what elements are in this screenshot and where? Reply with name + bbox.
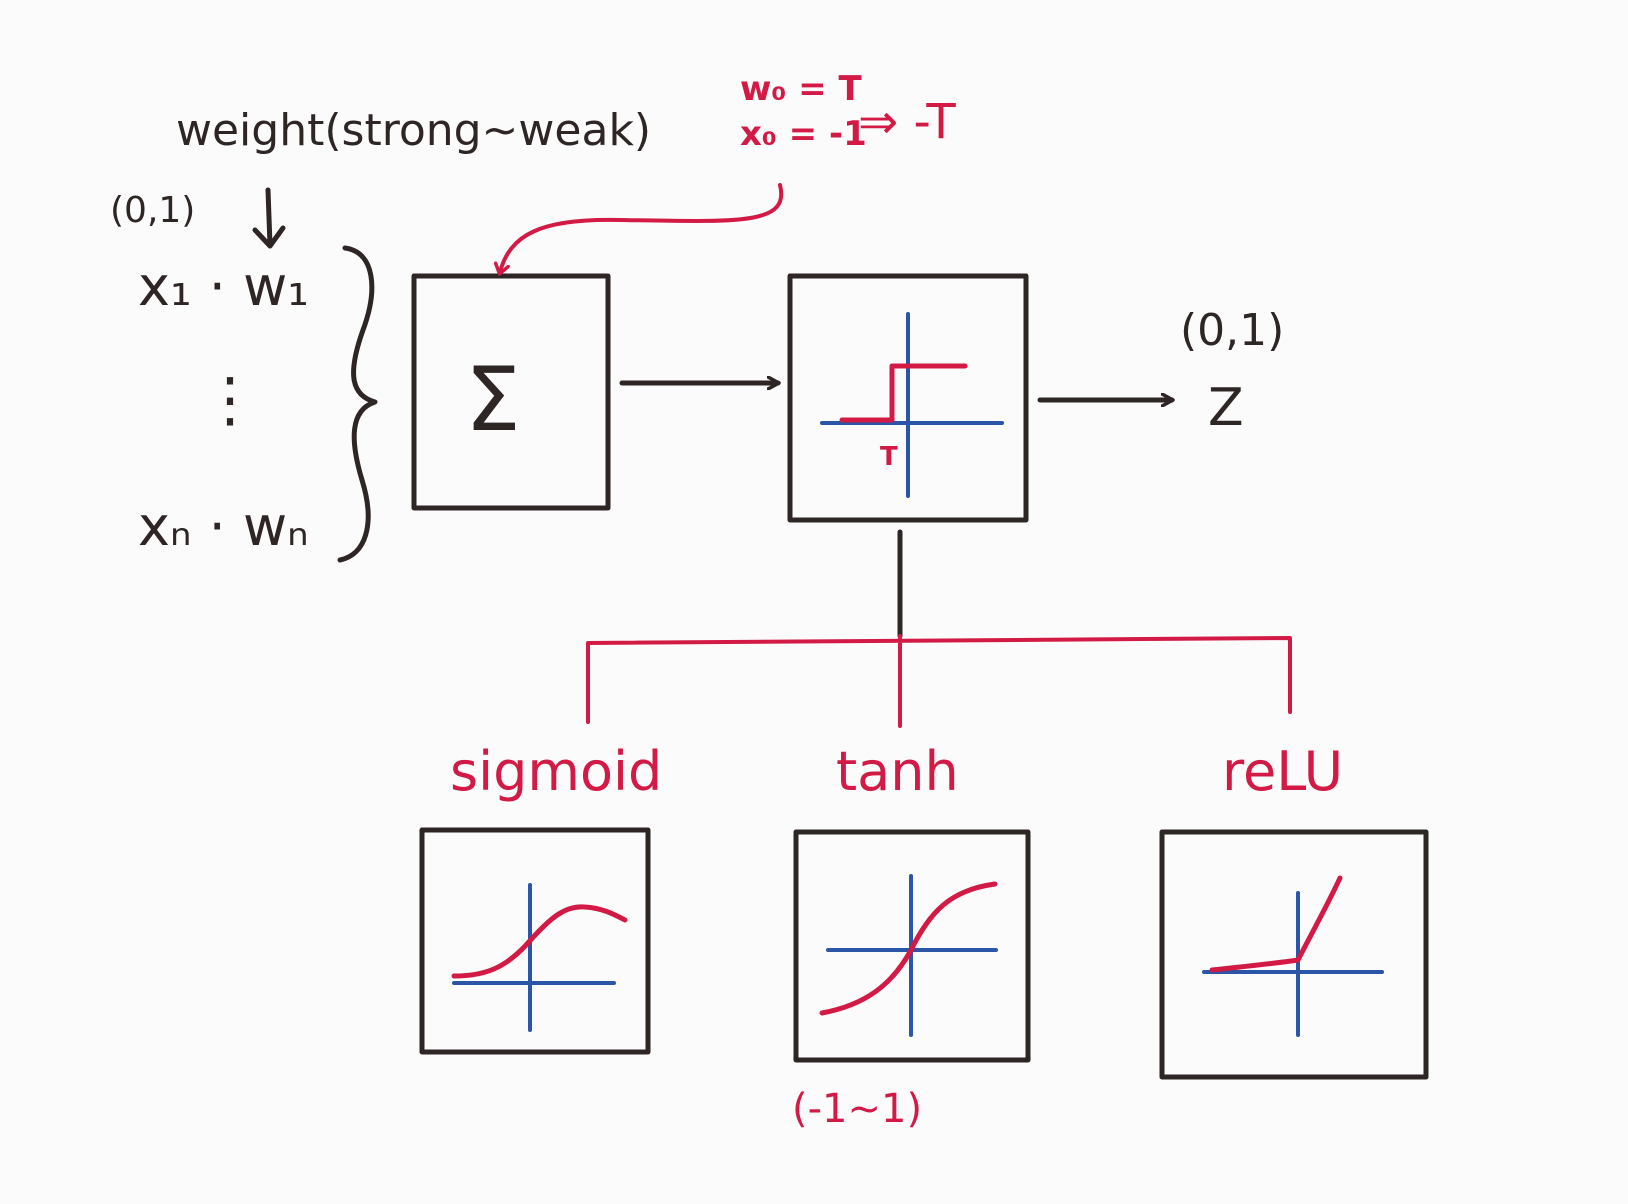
relu-curve-icon (1209, 875, 1343, 973)
sigmoid-curve-icon (451, 904, 628, 979)
activation-label-sigmoid: sigmoid (450, 740, 662, 803)
sum-icon: Σ (465, 348, 521, 451)
input-term-last: xₙ · wₙ (138, 495, 309, 558)
branch-connector (586, 634, 1292, 728)
bias-input-label: x₀ = -1 (740, 114, 867, 154)
output-range-label: (0,1) (1180, 305, 1284, 356)
bias-result-label: ⇒ -T (858, 94, 956, 150)
tanh-box (793, 829, 1031, 1063)
tanh-range-label: (-1~1) (792, 1086, 922, 1132)
step-activation-box (787, 273, 1029, 523)
output-z-label: Z (1208, 378, 1244, 438)
bias-weight-label: w₀ = T (740, 69, 862, 109)
weight-note: weight(strong~weak) (176, 105, 651, 156)
bias-arrow (500, 183, 784, 272)
threshold-label: T (880, 442, 898, 472)
activation-label-relu: reLU (1222, 740, 1343, 803)
input-term-first: x₁ · w₁ (138, 255, 309, 318)
tanh-curve-icon (819, 881, 998, 1016)
input-ellipsis: ⋮ (200, 365, 260, 435)
summation-box (411, 273, 611, 511)
activation-label-tanh: tanh (836, 740, 959, 803)
relu-box (1159, 829, 1429, 1080)
step-function-icon (839, 363, 968, 423)
input-brace (337, 245, 378, 563)
input-range-label: (0,1) (110, 190, 195, 231)
sigmoid-box (419, 827, 651, 1055)
weight-arrow (252, 187, 286, 249)
